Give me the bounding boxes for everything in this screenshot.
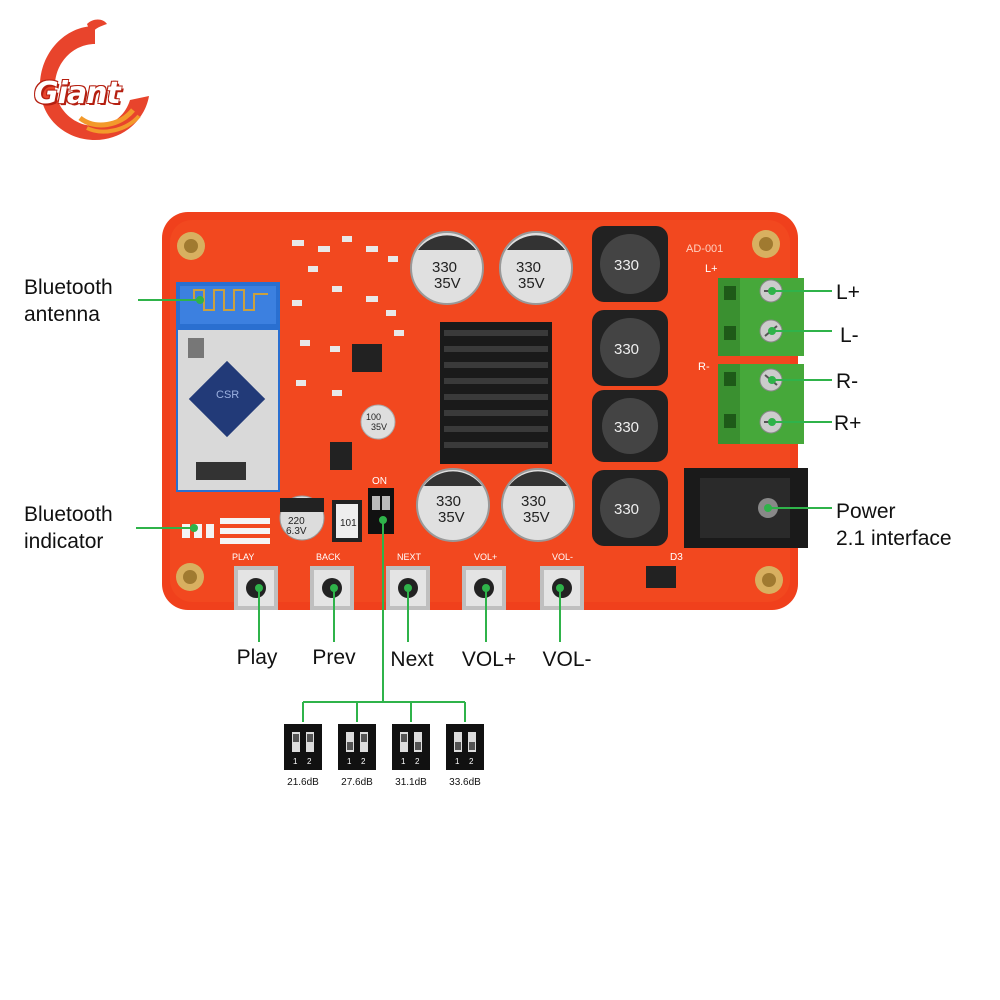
- gain-label-2: 27.6dB: [341, 777, 373, 788]
- logo-text: Giant: [34, 76, 121, 111]
- gain-label-1: 21.6dB: [287, 777, 319, 788]
- svg-text:1: 1: [455, 757, 460, 766]
- label-r-minus: R-: [836, 370, 859, 393]
- svg-text:220: 220: [288, 516, 305, 527]
- heatsink: [440, 322, 552, 464]
- power-jack: [684, 468, 808, 548]
- svg-text:BACK: BACK: [316, 552, 341, 562]
- svg-text:ON: ON: [372, 476, 387, 487]
- inductor-2: 330: [592, 310, 668, 386]
- svg-text:330: 330: [614, 501, 639, 518]
- svg-text:101: 101: [340, 518, 357, 529]
- brand-logo: [25, 18, 165, 153]
- svg-text:330: 330: [614, 419, 639, 436]
- mount-hole-tr: [752, 230, 780, 258]
- svg-text:1: 1: [401, 757, 406, 766]
- capacitor-big-1: 330 35V: [410, 231, 484, 305]
- label-l-plus: L+: [836, 281, 860, 304]
- svg-text:AD-001: AD-001: [686, 243, 723, 255]
- svg-text:2: 2: [361, 757, 366, 766]
- svg-text:6.3V: 6.3V: [286, 526, 307, 537]
- mount-hole-tl: [177, 232, 205, 260]
- label-play: Play: [236, 646, 278, 669]
- chip-label: CSR: [216, 389, 239, 401]
- svg-text:VOL-: VOL-: [552, 552, 573, 562]
- label-r-plus: R+: [834, 412, 862, 435]
- svg-text:35V: 35V: [438, 509, 465, 526]
- svg-text:330: 330: [432, 259, 457, 276]
- svg-text:35V: 35V: [518, 275, 545, 292]
- label-vol-plus: VOL+: [461, 648, 517, 671]
- gain-label-4: 33.6dB: [449, 777, 481, 788]
- bluetooth-antenna-trace: [184, 289, 268, 311]
- label-l-minus: L-: [840, 324, 859, 347]
- svg-text:330: 330: [521, 493, 546, 510]
- svg-text:35V: 35V: [523, 509, 550, 526]
- svg-text:330: 330: [614, 257, 639, 274]
- svg-text:330: 330: [436, 493, 461, 510]
- svg-text:L+: L+: [705, 263, 718, 275]
- capacitor-big-4: 330 35V: [501, 468, 575, 542]
- svg-text:35V: 35V: [371, 422, 387, 432]
- gain-label-3: 31.1dB: [395, 777, 427, 788]
- svg-text:2: 2: [415, 757, 420, 766]
- label-vol-minus: VOL-: [542, 648, 592, 671]
- svg-text:D3: D3: [670, 552, 683, 563]
- svg-text:2: 2: [469, 757, 474, 766]
- svg-text:330: 330: [614, 341, 639, 358]
- svg-text:100: 100: [366, 412, 381, 422]
- svg-text:330: 330: [516, 259, 541, 276]
- mount-hole-br: [755, 566, 783, 594]
- svg-text:NEXT: NEXT: [397, 552, 422, 562]
- bluetooth-chip: [188, 360, 266, 438]
- inductor-3: 330: [592, 390, 668, 462]
- svg-text:R-: R-: [698, 361, 710, 373]
- capacitor-big-2: 330 35V: [499, 231, 573, 305]
- button-play: [234, 566, 278, 610]
- svg-text:1: 1: [347, 757, 352, 766]
- terminal-right: [718, 364, 804, 444]
- dip-switch: [368, 488, 394, 534]
- svg-text:1: 1: [293, 757, 298, 766]
- inductor-4: 330: [592, 470, 668, 546]
- terminal-left: [718, 278, 804, 356]
- leader-lines: [136, 287, 832, 722]
- capacitor-big-3: 330 35V: [416, 468, 490, 542]
- capacitor-small: 100 35V: [360, 404, 396, 440]
- svg-text:2: 2: [307, 757, 312, 766]
- mount-hole-bl: [176, 563, 204, 591]
- inductor-1: 330: [592, 226, 668, 302]
- svg-text:35V: 35V: [434, 275, 461, 292]
- svg-text:VOL+: VOL+: [474, 552, 497, 562]
- label-next: Next: [390, 648, 434, 671]
- label-prev: Prev: [312, 646, 356, 669]
- capacitor-220: 220 6.3V: [279, 495, 325, 541]
- svg-text:PLAY: PLAY: [232, 552, 254, 562]
